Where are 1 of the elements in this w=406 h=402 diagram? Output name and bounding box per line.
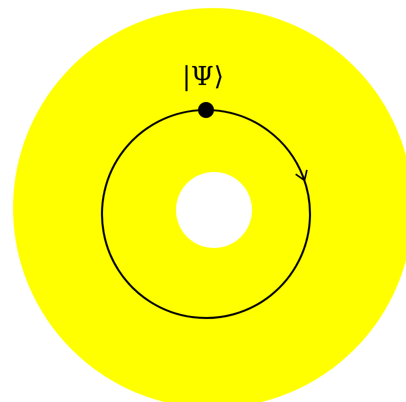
- state-label: |Ψ⟩: [182, 64, 224, 90]
